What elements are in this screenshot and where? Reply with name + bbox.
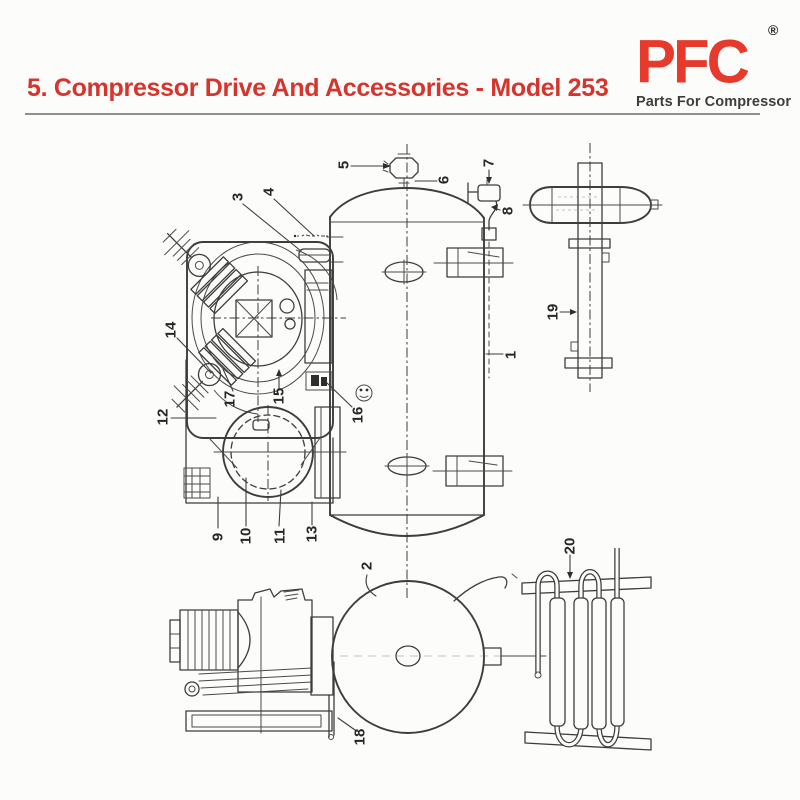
part-label-4: 4 xyxy=(261,187,278,196)
leader-lines xyxy=(170,163,577,731)
part-label-10: 10 xyxy=(238,528,255,545)
part-label-6: 6 xyxy=(436,176,453,184)
part-label-13: 13 xyxy=(304,526,321,543)
part-label-1: 1 xyxy=(503,351,520,359)
part-label-17: 17 xyxy=(222,391,239,408)
part-label-18: 18 xyxy=(352,729,369,746)
part-label-20: 20 xyxy=(562,538,579,555)
part-label-14: 14 xyxy=(163,321,180,338)
pipe-assembly-drawing xyxy=(522,143,663,392)
outlet-valve-drawing xyxy=(467,179,501,379)
logo-wordmark: PFC xyxy=(636,27,750,96)
part-label-5: 5 xyxy=(336,161,353,169)
part-label-16: 16 xyxy=(350,407,367,424)
flywheel-drawing xyxy=(331,573,547,734)
cooler-coil-drawing xyxy=(521,548,652,751)
part-labels: 1 2 3 4 5 6 7 8 9 10 11 12 13 14 15 16 1… xyxy=(155,159,579,746)
pfc-logo: ® PFC Parts For Compressor xyxy=(636,20,792,110)
header-divider xyxy=(25,113,760,115)
cylinder-lower-drawing xyxy=(171,327,257,413)
part-label-9: 9 xyxy=(210,533,227,541)
part-label-15: 15 xyxy=(271,388,288,405)
registered-trademark-icon: ® xyxy=(768,22,779,38)
part-label-11: 11 xyxy=(272,528,289,544)
part-label-2: 2 xyxy=(359,562,376,570)
part-label-7: 7 xyxy=(481,159,498,167)
safety-valve-drawing xyxy=(382,153,419,189)
logo-tagline: Parts For Compressor xyxy=(636,94,792,110)
part-label-3: 3 xyxy=(230,193,247,201)
part-label-19: 19 xyxy=(545,304,562,321)
air-tank-drawing xyxy=(326,144,514,600)
inlet-fitting-drawing xyxy=(293,234,331,263)
compressor-pump-top-view-drawing xyxy=(162,228,373,504)
motor-side-view-drawing xyxy=(169,588,335,740)
part-label-12: 12 xyxy=(155,409,172,426)
page-title: 5. Compressor Drive And Accessories - Mo… xyxy=(27,74,609,102)
cylinder-upper-drawing xyxy=(162,228,249,315)
part-label-8: 8 xyxy=(500,207,517,215)
